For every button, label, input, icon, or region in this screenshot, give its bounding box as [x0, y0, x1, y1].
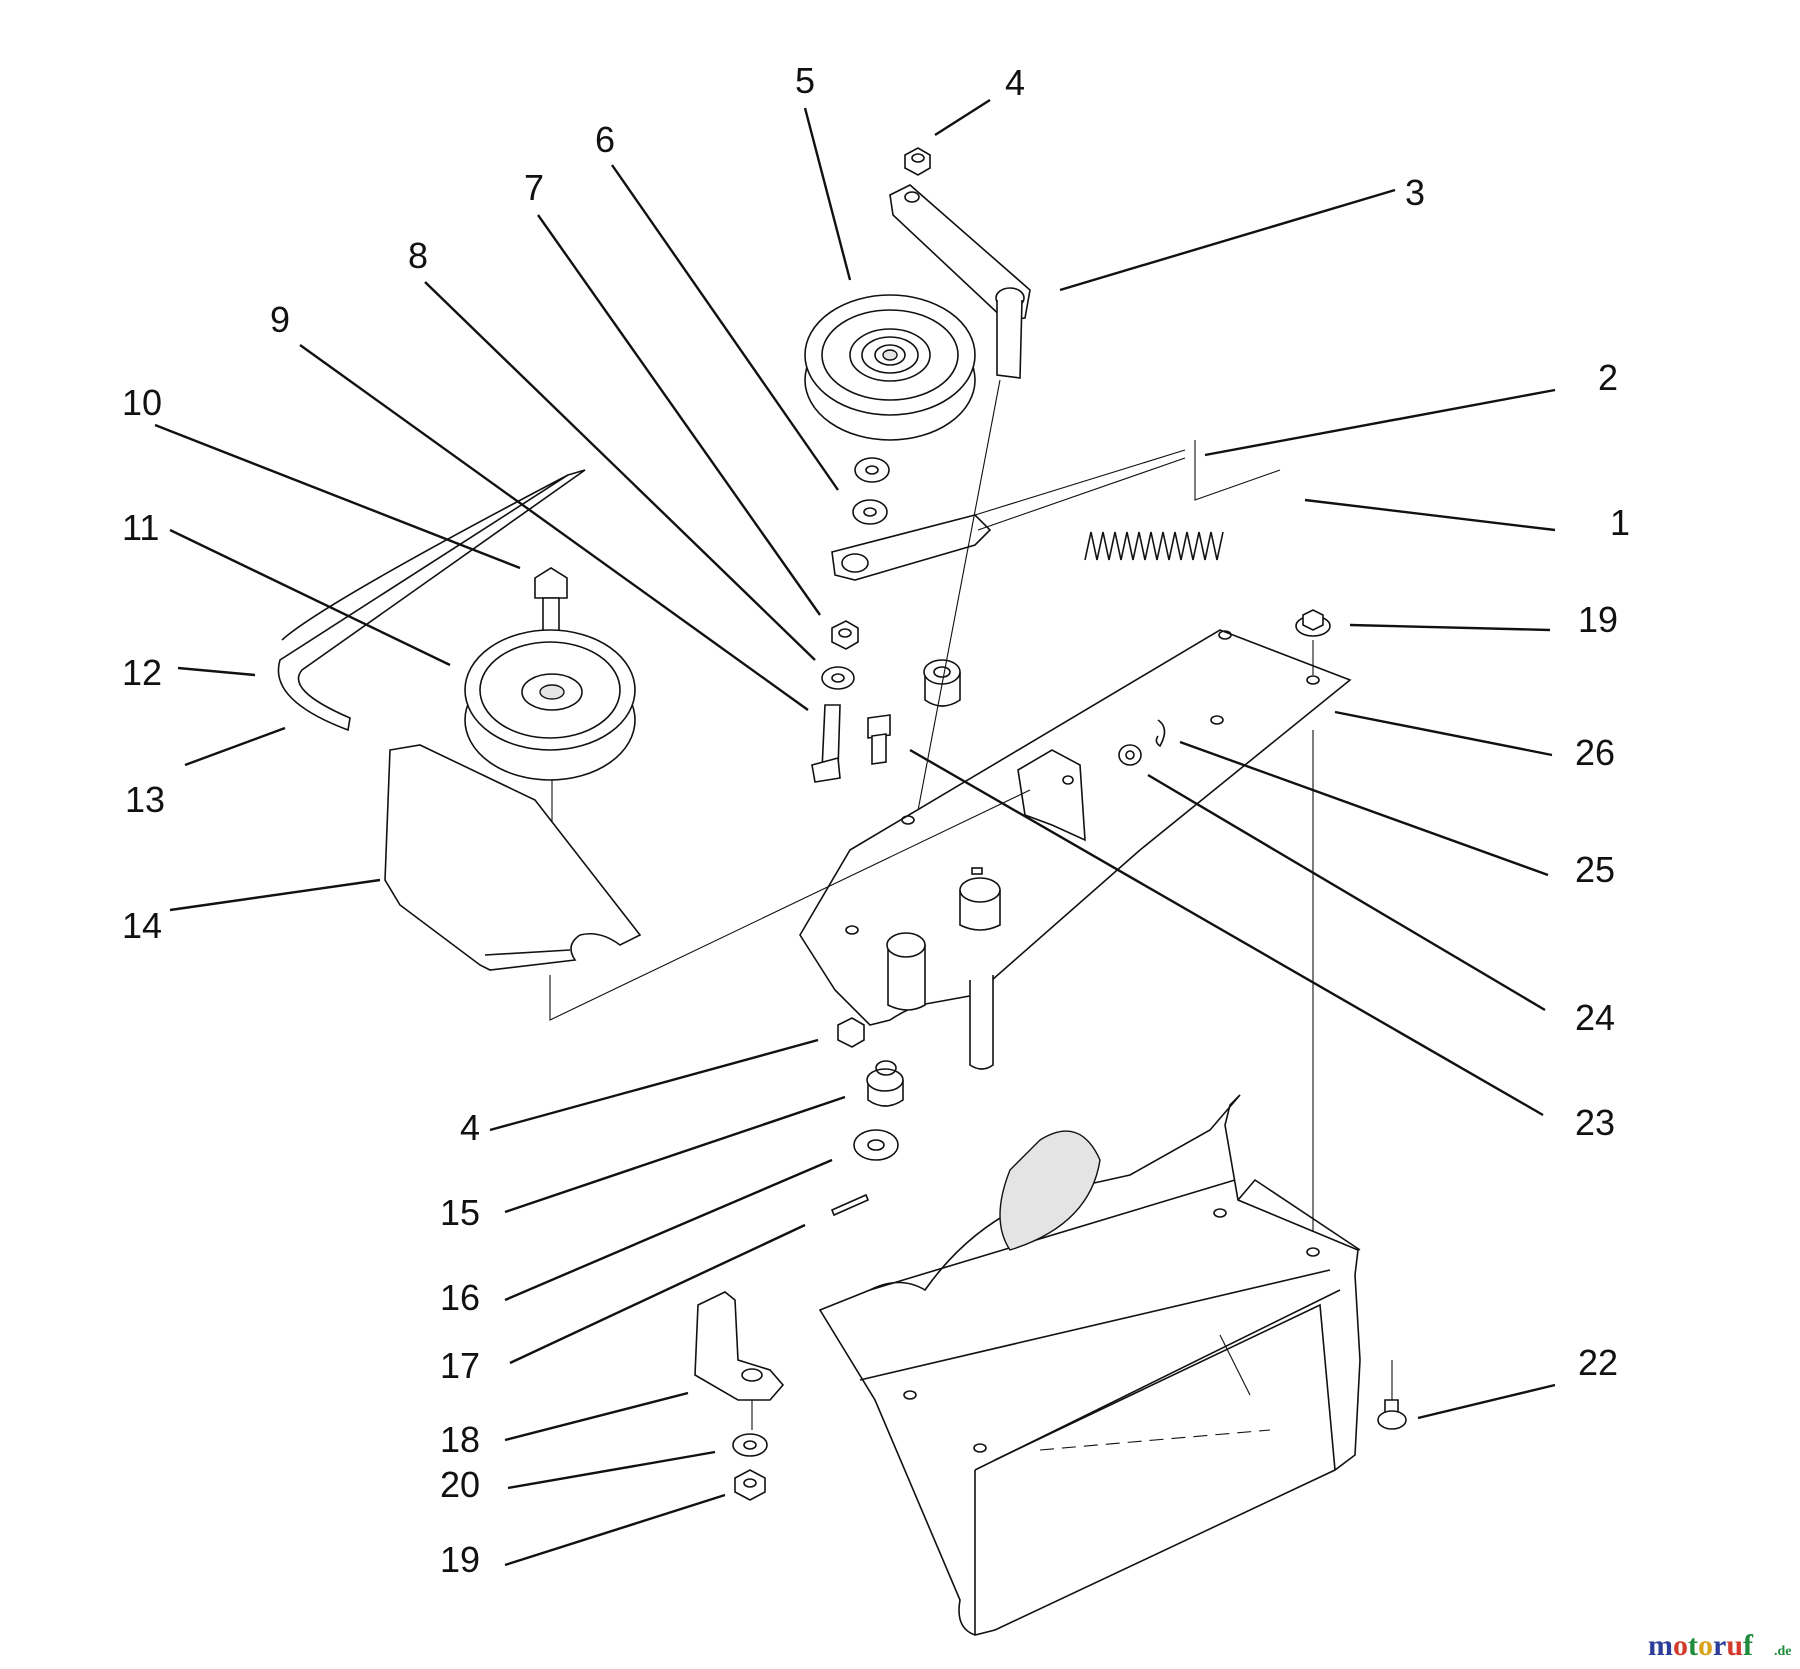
- callout-14: 14: [122, 905, 162, 946]
- discharge-chute-part: [818, 1094, 1361, 1636]
- callout-1: 1: [1610, 502, 1630, 543]
- callout-6: 6: [595, 119, 615, 160]
- stud-part: [959, 877, 1001, 931]
- leader-lines: [154, 98, 1556, 1567]
- callout-15: 15: [440, 1192, 480, 1233]
- callout-10: 10: [122, 382, 162, 423]
- spring-part: [1084, 531, 1224, 561]
- rod-part: [831, 449, 1186, 581]
- bushing-lower-part: [866, 1060, 904, 1107]
- callout-19-lower: 19: [440, 1539, 480, 1580]
- watermark-suffix: .de: [1774, 1644, 1792, 1659]
- callout-5: 5: [795, 60, 815, 101]
- shield-plate-part: [384, 744, 642, 971]
- callout-16: 16: [440, 1277, 480, 1318]
- callout-2: 2: [1598, 357, 1618, 398]
- watermark-logo: motoruf .de: [1648, 1629, 1792, 1662]
- callout-labels: 1 2 3 4 4 5 6 7 8 9 10 11 12 13 14 15 16…: [122, 60, 1630, 1580]
- watermark-text: motoruf: [1648, 1629, 1754, 1662]
- callout-19-top: 19: [1578, 599, 1618, 640]
- idler-arm-part: [889, 184, 1031, 379]
- callout-23: 23: [1575, 1102, 1615, 1143]
- callout-25: 25: [1575, 849, 1615, 890]
- bolt-22-part: [1377, 1360, 1407, 1430]
- nut-top-part: [904, 147, 931, 176]
- callout-4-lower: 4: [460, 1107, 480, 1148]
- l-bracket-part: [694, 1291, 785, 1430]
- lower-pulley-part: [464, 629, 636, 890]
- nut-washer-top-part: [1295, 609, 1331, 675]
- nut-lower-part: [837, 1017, 865, 1048]
- callout-13: 13: [125, 779, 165, 820]
- callout-9: 9: [270, 299, 290, 340]
- bushing-upper-part: [923, 659, 961, 707]
- washer-part: [854, 457, 890, 483]
- bolt-23-part: [867, 714, 891, 765]
- callout-11: 11: [122, 507, 159, 548]
- callout-18: 18: [440, 1419, 480, 1460]
- callout-12: 12: [122, 652, 162, 693]
- belt-part: [277, 469, 586, 732]
- callout-17: 17: [440, 1345, 480, 1386]
- callout-8: 8: [408, 235, 428, 276]
- callout-7: 7: [524, 167, 544, 208]
- callout-24: 24: [1575, 997, 1615, 1038]
- callout-3: 3: [1405, 172, 1425, 213]
- callout-20: 20: [440, 1464, 480, 1505]
- upper-pulley-part: [804, 294, 976, 441]
- bolt-part: [811, 704, 841, 783]
- callout-4-top: 4: [1005, 62, 1025, 103]
- callout-26: 26: [1575, 732, 1615, 773]
- pivot-post-part: [886, 932, 994, 1070]
- callout-22: 22: [1578, 1342, 1618, 1383]
